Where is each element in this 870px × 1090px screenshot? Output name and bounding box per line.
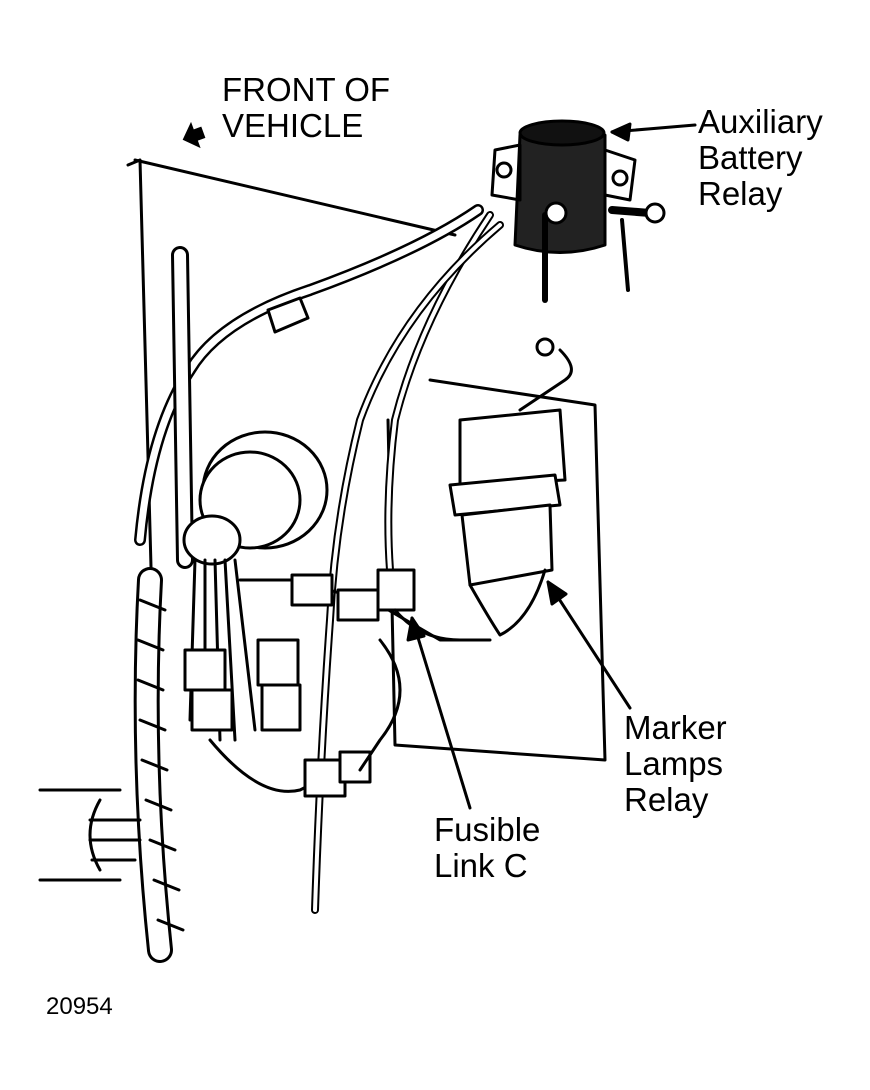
- fusible-label-line-2: Link C: [434, 847, 528, 884]
- arrow-fusible-link: [410, 616, 472, 810]
- firewall-grommet: [182, 430, 329, 566]
- auxiliary-battery-relay-body: [490, 119, 666, 303]
- fusible-link-label: Fusible Link C: [434, 812, 540, 884]
- front-label-line-1: FRONT OF: [222, 71, 391, 108]
- fusible-link-c: [376, 568, 462, 642]
- left-conduit: [133, 246, 194, 963]
- arrow-marker-relay-head: [546, 580, 568, 606]
- front-direction-icon: [182, 121, 206, 149]
- marker-label-line-3: Relay: [624, 781, 709, 818]
- aux-label-line-1: Auxiliary: [698, 103, 823, 140]
- connector-bundle: [183, 558, 492, 798]
- marker-label-line-1: Marker: [624, 709, 727, 746]
- arrow-marker-relay: [546, 580, 632, 710]
- auxiliary-battery-relay-label: Auxiliary Battery Relay: [698, 104, 823, 212]
- aux-label-line-2: Battery: [698, 139, 803, 176]
- arrow-auxiliary-relay-head: [610, 122, 632, 142]
- arrow-fusible-link-head: [406, 616, 426, 642]
- front-label-line-2: VEHICLE: [222, 107, 364, 144]
- figure-number: 20954: [46, 993, 113, 1020]
- marker-lamps-relay-label: Marker Lamps Relay: [624, 710, 727, 818]
- marker-label-line-2: Lamps: [624, 745, 724, 782]
- aux-label-line-3: Relay: [698, 175, 783, 212]
- front-of-vehicle-label: FRONT OF VEHICLE: [222, 72, 390, 144]
- fusible-label-line-1: Fusible: [434, 811, 541, 848]
- left-harness-stub: [38, 788, 142, 882]
- marker-lamps-relay-body: [448, 337, 573, 637]
